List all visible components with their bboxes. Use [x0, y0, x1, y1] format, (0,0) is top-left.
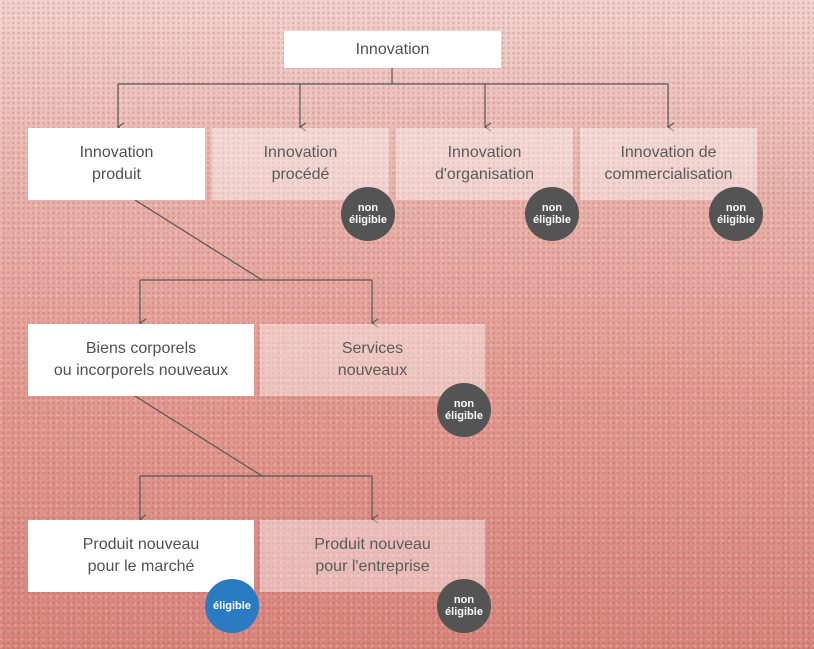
badge-not-eligible-commercialisation: non éligible [709, 187, 763, 241]
node-services-nouveaux: Services nouveaux [260, 324, 485, 396]
node-innovation-produit: Innovation produit [28, 128, 205, 200]
badge-not-eligible-entreprise: non éligible [437, 579, 491, 633]
badge-eligible-marche: éligible [205, 579, 259, 633]
node-produit-nouveau-marche: Produit nouveau pour le marché [28, 520, 254, 592]
node-biens-nouveaux: Biens corporels ou incorporels nouveaux [28, 324, 254, 396]
badge-not-eligible-services: non éligible [437, 383, 491, 437]
badge-not-eligible-organisation: non éligible [525, 187, 579, 241]
node-innovation: Innovation [284, 31, 501, 68]
node-produit-nouveau-entreprise: Produit nouveau pour l'entreprise [260, 520, 485, 592]
badge-not-eligible-procede: non éligible [341, 187, 395, 241]
